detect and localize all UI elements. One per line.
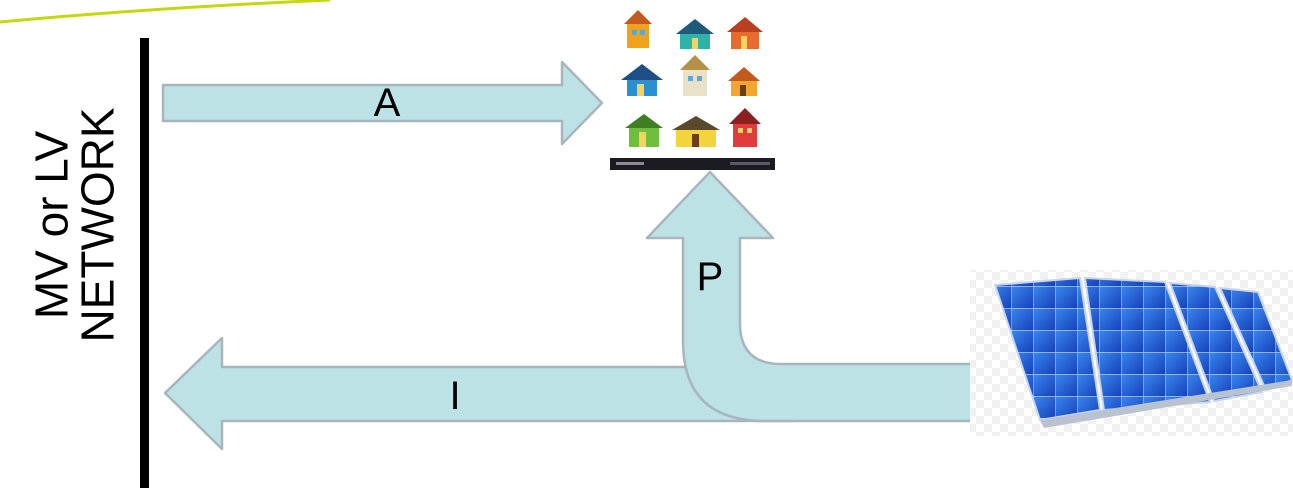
network-bus-bar — [140, 38, 149, 488]
accent-line — [0, 0, 331, 24]
arrow-a-label: A — [374, 81, 401, 125]
house-icon — [624, 10, 652, 48]
arrow-a — [161, 60, 604, 146]
house-icon — [729, 108, 761, 147]
house-icon — [676, 19, 714, 49]
network-label-line-2: NETWORK — [72, 107, 125, 343]
house-icon — [680, 55, 710, 96]
arrow-p — [645, 170, 987, 423]
image-footer-strip — [610, 158, 775, 170]
house-icon — [621, 64, 663, 96]
arrow-p-label: P — [697, 255, 724, 299]
arrow-i — [163, 336, 795, 451]
arrow-i-label: I — [449, 374, 460, 418]
house-icon — [672, 116, 720, 147]
house-icon — [625, 114, 663, 147]
house-icon — [728, 67, 760, 96]
house-icon — [727, 17, 763, 49]
network-label: MV or LV NETWORK — [5, 55, 145, 395]
solar-panel-icon — [970, 270, 1293, 436]
network-label-line-1: MV or LV — [26, 130, 79, 320]
houses-icon — [610, 8, 775, 170]
